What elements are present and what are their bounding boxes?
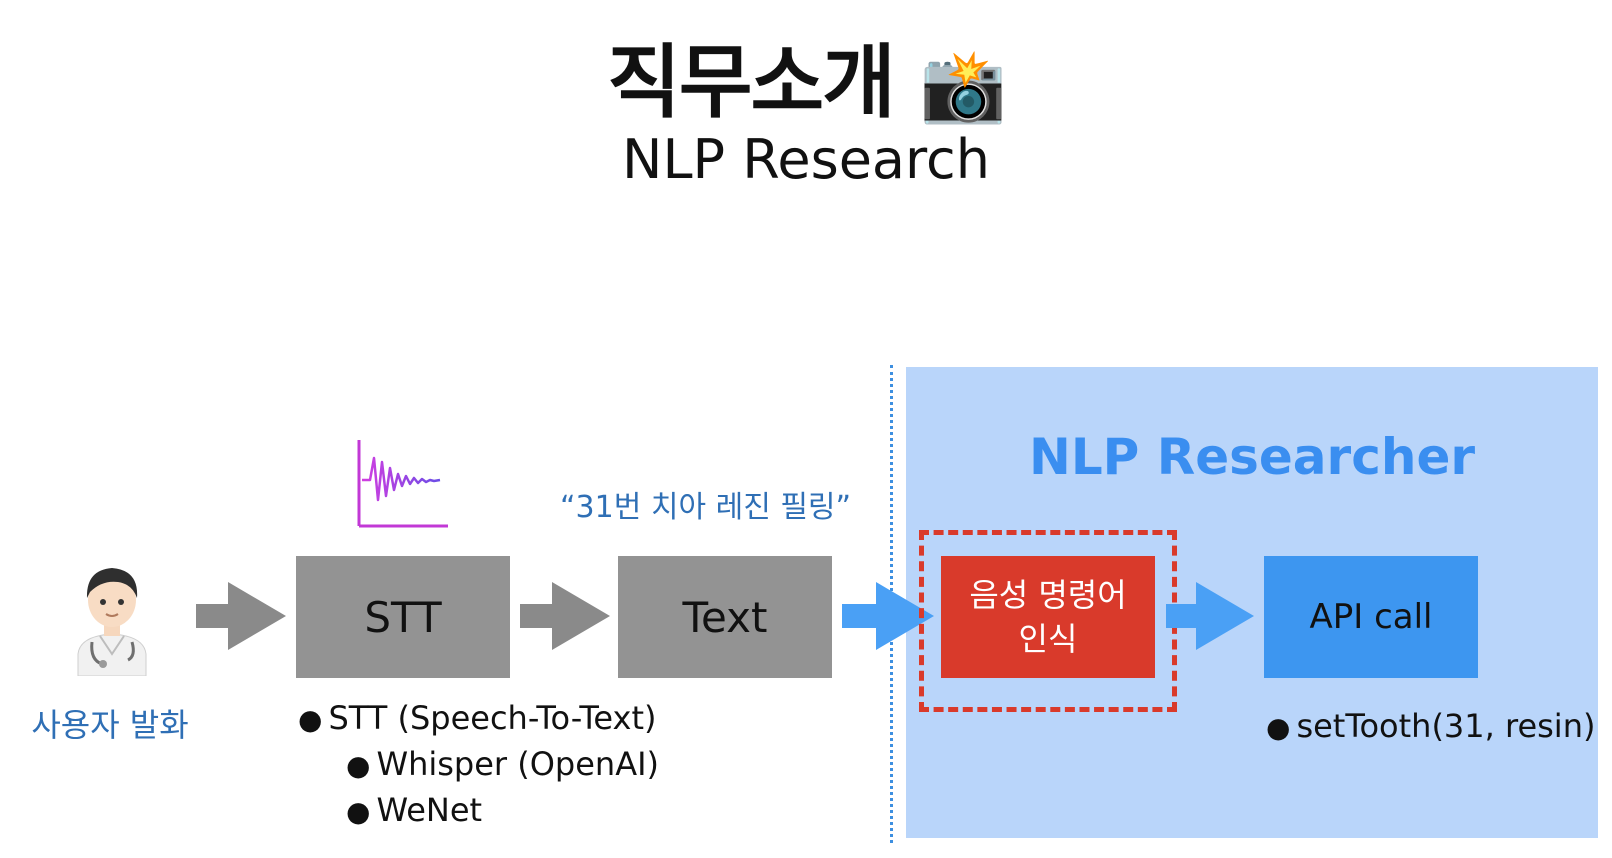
api-call-box: API call: [1264, 556, 1478, 678]
arrow-right-icon: [196, 582, 286, 650]
stt-bullet-list: ●STT (Speech-To-Text) ●Whisper (OpenAI) …: [298, 696, 659, 834]
voice-command-box: 음성 명령어 인식: [941, 556, 1155, 678]
voice-command-line1: 음성 명령어: [969, 576, 1127, 614]
waveform-icon: [357, 440, 448, 528]
page-subtitle: NLP Research: [622, 128, 990, 191]
text-label: Text: [682, 592, 768, 642]
doctor-icon: [77, 568, 147, 676]
api-bullet-list: ●setTooth(31, resin): [1266, 704, 1595, 750]
camera-flash-icon: 📸: [919, 45, 1007, 127]
stt-box: STT: [296, 556, 510, 678]
arrow-right-icon: [1166, 582, 1254, 650]
stt-label: STT: [364, 592, 442, 642]
recognized-text-quote: “31번 치아 레진 필링”: [560, 490, 852, 525]
bullet-item: ●Whisper (OpenAI): [346, 745, 660, 783]
arrow-right-icon: [842, 582, 934, 650]
voice-command-line2: 인식: [1018, 620, 1078, 658]
page-title: 직무소개 📸: [0, 18, 1612, 134]
api-call-label: API call: [1309, 597, 1433, 637]
title-text: 직무소개: [607, 36, 895, 129]
bullet-item: ●STT (Speech-To-Text): [298, 699, 657, 737]
arrow-right-icon: [520, 582, 610, 650]
researcher-label: NLP Researcher: [1028, 428, 1476, 486]
bullet-item: ●setTooth(31, resin): [1266, 707, 1596, 745]
text-box: Text: [618, 556, 832, 678]
user-utterance-label: 사용자 발화: [31, 706, 189, 744]
bullet-item: ●WeNet: [346, 791, 483, 829]
